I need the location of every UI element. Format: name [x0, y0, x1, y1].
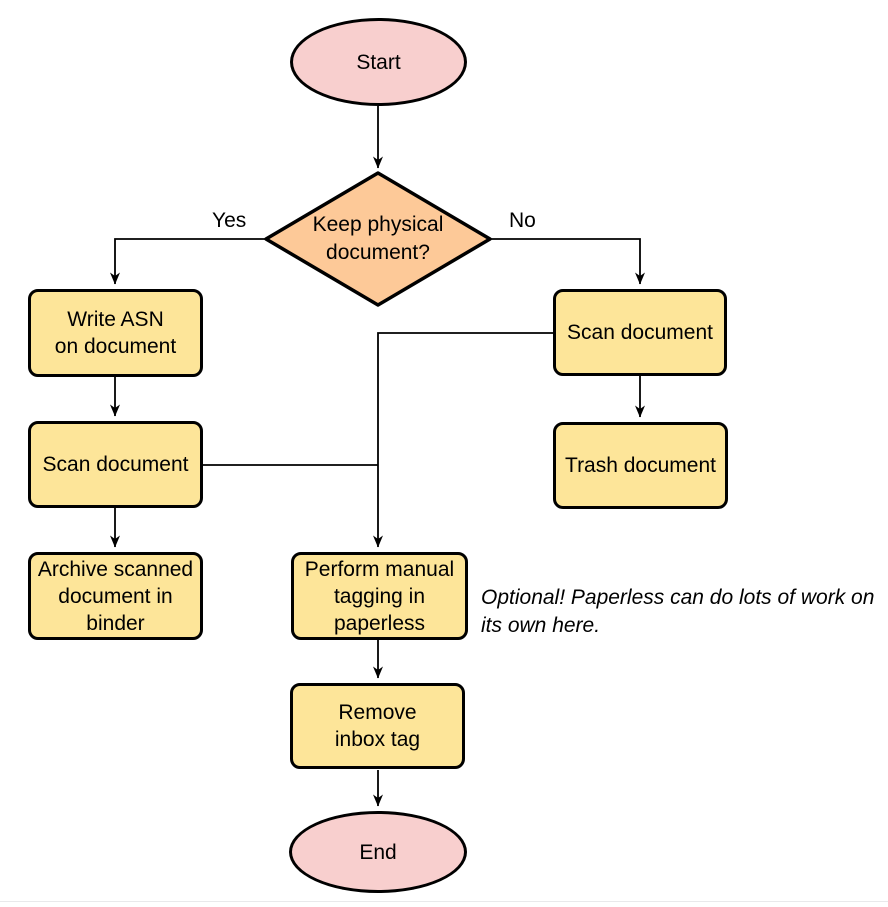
remove-inbox-tag-node: Remove inbox tag [290, 683, 465, 769]
scan-document-left-node: Scan document [28, 421, 203, 508]
manual-tagging-line-2: tagging in [333, 584, 426, 608]
decision-node-label: Keep physical document? [278, 205, 478, 273]
archive-line-1: Archive scanned [37, 557, 194, 581]
decision-diamond-shape [264, 171, 492, 307]
manual-tagging-node: Perform manual tagging in paperless [291, 552, 468, 640]
manual-tagging-line-1: Perform manual [304, 557, 455, 581]
scan-document-right-node: Scan document [553, 289, 727, 376]
archive-line-2: document in [58, 584, 173, 608]
end-node: End [289, 811, 467, 893]
edge-label-yes: Yes [212, 209, 247, 232]
bottom-divider [0, 901, 888, 902]
optional-note-line-2: its own here. [481, 614, 601, 637]
scan-document-left-label: Scan document [42, 453, 189, 476]
archive-node: Archive scanned document in binder [28, 552, 203, 640]
write-asn-node: Write ASN on document [28, 289, 203, 377]
end-label: End [359, 840, 397, 864]
write-asn-line-1: Write ASN [67, 308, 164, 331]
write-asn-line-2: on document [54, 335, 177, 358]
edge-no-to-scan-right [490, 238, 645, 285]
decision-line-2: document? [326, 241, 430, 264]
optional-note-line-1: Optional! Paperless can do lots of work … [481, 586, 875, 609]
remove-inbox-line-2: inbox tag [334, 728, 421, 751]
edge-label-no: No [509, 209, 536, 232]
remove-inbox-line-1: Remove [338, 701, 417, 724]
decision-line-1: Keep physical [312, 213, 444, 236]
optional-note: Optional! Paperless can do lots of work … [481, 584, 888, 640]
edge-scan-right-to-tagging [373, 332, 553, 548]
start-node: Start [290, 18, 467, 106]
edge-yes-to-write-asn [110, 238, 266, 285]
archive-line-3: binder [86, 611, 145, 635]
scan-document-right-label: Scan document [567, 321, 713, 344]
start-label: Start [356, 50, 401, 74]
trash-document-node: Trash document [553, 422, 728, 509]
trash-document-label: Trash document [565, 454, 716, 477]
manual-tagging-line-3: paperless [333, 611, 426, 635]
edges [110, 106, 645, 807]
